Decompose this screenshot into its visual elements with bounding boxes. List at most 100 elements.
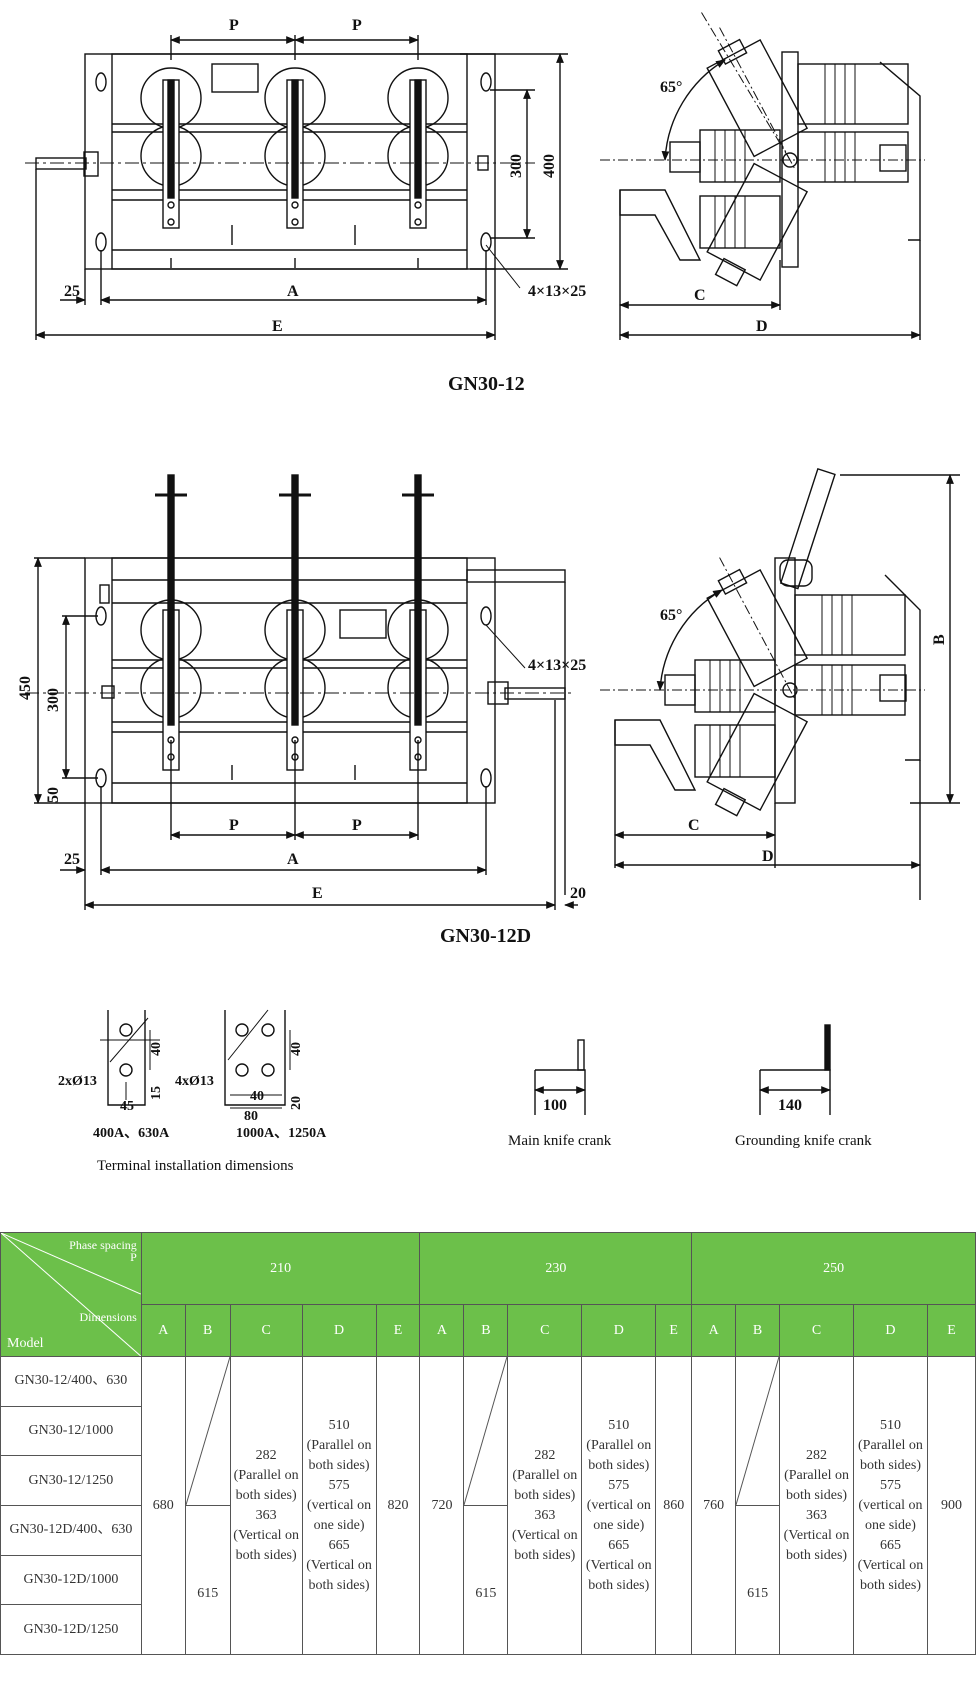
grounding-crank-dim: 140 (778, 1097, 802, 1114)
b-empty-cell (735, 1356, 781, 1507)
terminal-holes-label: 2xØ13 (58, 1074, 97, 1089)
technical-drawings: P P 300 400 25 A E 4×13×25 (17, 9, 960, 1120)
col-header: D (853, 1304, 928, 1358)
col-header: C (229, 1304, 303, 1358)
model-cell: GN30-12D/400、630 (0, 1505, 142, 1556)
gn30-12d-front-view (25, 474, 578, 910)
e-value: 820 (375, 1356, 421, 1655)
model-label: Model (7, 1336, 44, 1352)
a-value: 760 (691, 1356, 737, 1655)
d-value: 510 (Parallel on both sides) 575 (vertic… (853, 1356, 928, 1655)
main-crank-dim: 100 (543, 1097, 567, 1114)
mounting-hole-note: 4×13×25 (528, 657, 586, 674)
d-value: 510 (Parallel on both sides) 575 (vertic… (581, 1356, 657, 1655)
col-header: A (691, 1304, 737, 1358)
b-value: 615 (184, 1505, 231, 1655)
dim-450-label: 450 (17, 676, 34, 700)
terminal-dim-label: 40 (289, 1042, 304, 1056)
spacing-header: 230 (419, 1231, 693, 1306)
terminal-dim-label: 80 (244, 1109, 258, 1120)
dim-e-label: E (312, 885, 323, 902)
terminal-holes-label: 4xØ13 (175, 1074, 214, 1089)
terminal-dim-label: 20 (289, 1096, 304, 1110)
c-value: 282 (Parallel on both sides) 363 (Vertic… (229, 1356, 303, 1655)
main-knife-crank-drawing (534, 1024, 831, 1115)
b-value: 615 (463, 1505, 509, 1655)
table-corner-cell: Phase spacing P Dimensions Model (0, 1231, 142, 1358)
terminal-label-400-630: 400A、630A (93, 1126, 170, 1141)
col-header: A (140, 1304, 186, 1358)
dim-p-label: P (229, 817, 239, 834)
col-header: C (779, 1304, 854, 1358)
dim-e-label: E (272, 318, 283, 335)
dim-25-label: 25 (64, 283, 80, 300)
col-header: E (926, 1304, 977, 1358)
a-value: 720 (419, 1356, 465, 1655)
dim-c-label: C (694, 287, 706, 304)
terminal-dim-label: 15 (149, 1086, 164, 1100)
spacing-header: 210 (140, 1231, 421, 1306)
dim-a-label: A (287, 283, 299, 300)
a-value: 680 (140, 1356, 186, 1655)
dim-50-label: 50 (45, 787, 62, 803)
phase-spacing-label: Phase spacing P (69, 1238, 137, 1264)
col-header: E (375, 1304, 421, 1358)
grounding-crank-caption: Grounding knife crank (735, 1133, 872, 1149)
terminal-dim-label: 40 (250, 1089, 264, 1104)
e-value: 900 (926, 1356, 977, 1655)
terminal-caption: Terminal installation dimensions (97, 1158, 294, 1174)
dim-d-label: D (756, 318, 768, 335)
gn30-12-side-view (600, 9, 925, 340)
terminal-dim-label: 40 (149, 1042, 164, 1056)
dim-a-label: A (287, 851, 299, 868)
col-header: A (419, 1304, 465, 1358)
col-header: C (507, 1304, 583, 1358)
dim-d-label: D (762, 848, 774, 865)
mounting-hole-note: 4×13×25 (528, 283, 586, 300)
dim-p-label: P (229, 17, 239, 34)
phase-assemblies (140, 67, 449, 229)
dim-c-label: C (688, 817, 700, 834)
model-cell: GN30-12/1250 (0, 1455, 142, 1507)
model-cell: GN30-12/1000 (0, 1405, 142, 1457)
gn30-12-front-view (25, 35, 568, 340)
terminal-label-1000-1250: 1000A、1250A (236, 1126, 327, 1141)
dim-300-label: 300 (508, 154, 525, 178)
model-cell: GN30-12D/1250 (0, 1604, 142, 1655)
drawing-caption-gn30-12: GN30-12 (448, 373, 525, 395)
dimension-table: Phase spacing P Dimensions Model 210 230… (0, 1231, 977, 1655)
spacing-header: 250 (691, 1231, 976, 1306)
b-empty-cell (463, 1356, 509, 1507)
b-value: 615 (735, 1505, 781, 1655)
model-cell: GN30-12/400、630 (0, 1356, 142, 1407)
phase-assemblies-2 (140, 474, 449, 771)
dim-p-label: P (352, 17, 362, 34)
c-value: 282 (Parallel on both sides) 363 (Vertic… (779, 1356, 854, 1655)
dim-300-label: 300 (45, 688, 62, 712)
angle-label: 65° (660, 607, 682, 624)
dim-25-label: 25 (64, 851, 80, 868)
col-header: E (655, 1304, 693, 1358)
dim-20-label: 20 (570, 885, 586, 902)
col-header: D (581, 1304, 657, 1358)
c-value: 282 (Parallel on both sides) 363 (Vertic… (507, 1356, 583, 1655)
b-empty-cell (184, 1356, 231, 1507)
terminal-detail-400-630 (100, 1010, 160, 1106)
angle-label: 65° (660, 79, 682, 96)
col-header: D (301, 1304, 377, 1358)
d-value: 510 (Parallel on both sides) 575 (vertic… (301, 1356, 377, 1655)
dim-400-label: 400 (541, 154, 558, 178)
drawing-caption-gn30-12d: GN30-12D (440, 925, 532, 947)
terminal-dim-label: 45 (120, 1099, 134, 1114)
e-value: 860 (655, 1356, 693, 1655)
col-header: B (463, 1304, 509, 1358)
col-header: B (184, 1304, 231, 1358)
terminal-detail-1000-1250 (224, 1009, 291, 1109)
dim-b-label: B (931, 634, 948, 645)
model-cell: GN30-12D/1000 (0, 1554, 142, 1606)
col-header: B (735, 1304, 781, 1358)
gn30-12d-side-view (600, 467, 960, 900)
dimensions-label: Dimensions (79, 1310, 137, 1324)
dim-p-label: P (352, 817, 362, 834)
main-crank-caption: Main knife crank (508, 1133, 612, 1149)
